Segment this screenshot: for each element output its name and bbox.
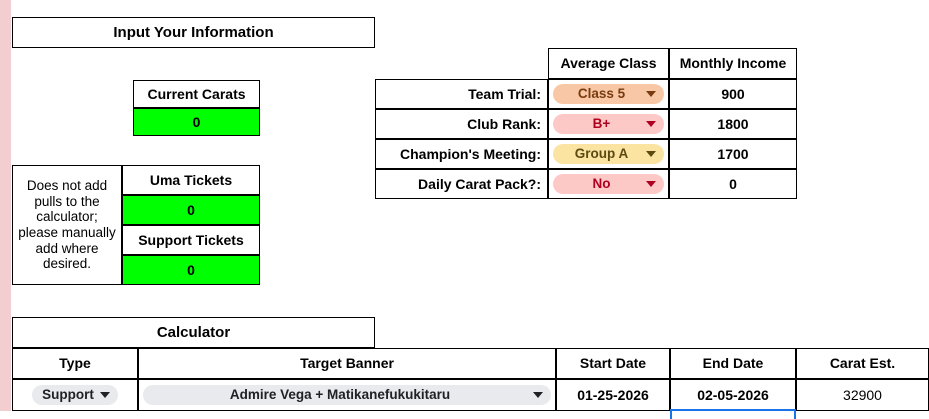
caret-down-icon[interactable]	[646, 91, 656, 97]
calc-type-value: Support	[42, 386, 94, 402]
income-col-average-class: Average Class	[548, 48, 669, 79]
caret-down-icon[interactable]	[646, 151, 656, 157]
income-select-champions-meeting[interactable]: Group A	[553, 143, 664, 165]
current-carats-input[interactable]: 0	[133, 108, 260, 136]
income-select-champions-meeting-cell[interactable]: Group A	[548, 139, 669, 169]
income-select-team-trial[interactable]: Class 5	[553, 83, 664, 105]
income-select-daily-carat-pack-cell[interactable]: No	[548, 169, 669, 199]
income-value-team-trial: 900	[669, 79, 797, 109]
calc-row-type-cell[interactable]: Support	[12, 379, 138, 411]
caret-down-icon[interactable]	[646, 181, 656, 187]
income-select-daily-carat-pack-value: No	[592, 175, 611, 191]
income-col-monthly-income: Monthly Income	[669, 48, 797, 79]
income-select-club-rank[interactable]: B+	[553, 113, 664, 135]
calc-row-start-date[interactable]: 01-25-2026	[556, 379, 670, 411]
calc-col-type: Type	[12, 348, 138, 379]
income-row-label-champions-meeting: Champion's Meeting:	[375, 139, 548, 169]
income-select-club-rank-cell[interactable]: B+	[548, 109, 669, 139]
calc-banner-value: Admire Vega + Matikanefukukitaru	[229, 386, 451, 402]
calc-type-select[interactable]: Support	[32, 384, 118, 406]
frozen-pane-strip	[0, 0, 11, 411]
calc-col-target-banner: Target Banner	[138, 348, 556, 379]
support-tickets-header: Support Tickets	[122, 225, 260, 255]
calc-row-banner-cell[interactable]: Admire Vega + Matikanefukukitaru	[138, 379, 556, 411]
tickets-note: Does not add pulls to the calculator; pl…	[12, 165, 122, 285]
income-select-club-rank-value: B+	[592, 115, 611, 131]
income-value-champions-meeting: 1700	[669, 139, 797, 169]
uma-tickets-input[interactable]: 0	[122, 195, 260, 225]
income-row-label-team-trial: Team Trial:	[375, 79, 548, 109]
support-tickets-input[interactable]: 0	[122, 255, 260, 285]
caret-down-icon[interactable]	[646, 121, 656, 127]
caret-down-icon[interactable]	[533, 392, 543, 398]
income-select-team-trial-cell[interactable]: Class 5	[548, 79, 669, 109]
income-row-label-club-rank: Club Rank:	[375, 109, 548, 139]
income-select-team-trial-value: Class 5	[577, 85, 626, 101]
current-carats-header: Current Carats	[133, 80, 260, 108]
income-select-daily-carat-pack[interactable]: No	[553, 173, 664, 195]
income-row-label-daily-carat-pack: Daily Carat Pack?:	[375, 169, 548, 199]
calc-col-carat-est: Carat Est.	[796, 348, 929, 379]
input-section-title: Input Your Information	[12, 17, 375, 48]
income-select-champions-meeting-value: Group A	[574, 145, 629, 161]
income-value-club-rank: 1800	[669, 109, 797, 139]
calculator-section-title: Calculator	[12, 317, 375, 348]
caret-down-icon[interactable]	[100, 392, 110, 398]
income-value-daily-carat-pack: 0	[669, 169, 797, 199]
calc-col-start-date: Start Date	[556, 348, 670, 379]
calc-row-end-date[interactable]: 02-05-2026	[670, 379, 796, 411]
calc-col-end-date: End Date	[670, 348, 796, 379]
uma-tickets-header: Uma Tickets	[122, 165, 260, 195]
calc-banner-select[interactable]: Admire Vega + Matikanefukukitaru	[143, 384, 551, 406]
calc-row-carat-est: 32900	[796, 379, 929, 411]
